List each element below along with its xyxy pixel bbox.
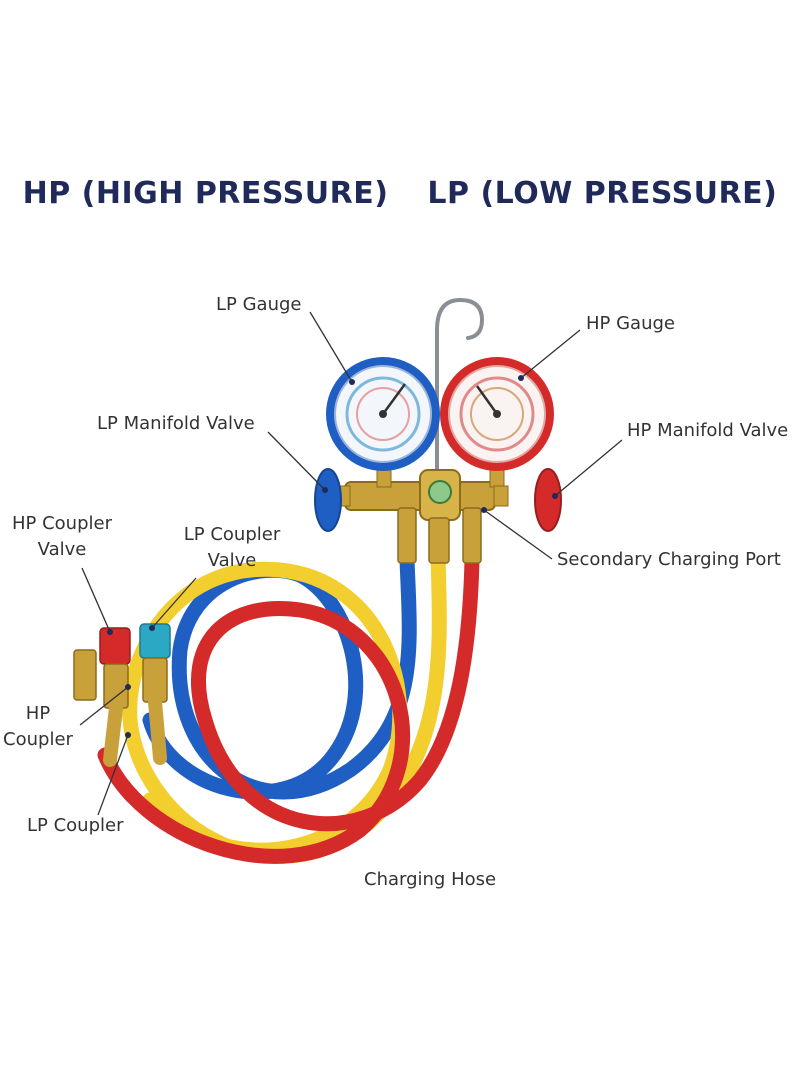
lp-coupler-label: LP Coupler <box>27 815 124 836</box>
hp-title: HP (HIGH PRESSURE) <box>22 176 389 211</box>
hp-gauge-icon <box>440 357 554 488</box>
red-hose <box>97 552 480 864</box>
leader-lines <box>79 311 623 816</box>
leader-lp-valve <box>267 431 326 491</box>
header-title: HP (HIGH PRESSURE) LP (LOW PRESSURE) <box>0 176 800 211</box>
secondary-charging-port-label: Secondary Charging Port <box>557 549 781 570</box>
leader-hp-coupler-valve <box>81 567 111 633</box>
lp-port-fitting <box>397 507 417 564</box>
hanging-hook <box>435 297 485 480</box>
leader-secondary-port <box>483 509 553 560</box>
lp-coupler-valve-line1: LP Coupler <box>183 524 281 545</box>
leader-lp-gauge <box>309 311 353 383</box>
lp-valve-knob <box>314 468 351 532</box>
hp-valve-knob <box>493 468 562 532</box>
leader-dots <box>107 375 558 738</box>
hp-coupler-valve-label: HP Coupler Valve <box>6 511 118 563</box>
leader-hp-gauge <box>520 329 581 379</box>
hp-gauge-label: HP Gauge <box>586 313 675 334</box>
hp-manifold-valve-label: HP Manifold Valve <box>627 420 789 441</box>
spare-coupler-fitting <box>73 649 97 701</box>
hp-port-fitting <box>462 507 482 564</box>
blue-hose <box>142 552 417 800</box>
lp-gauge-label: LP Gauge <box>216 294 302 315</box>
lp-gauge-icon <box>326 357 440 488</box>
hp-coupler-valve-line2: Valve <box>37 539 87 560</box>
charging-hose-label: Charging Hose <box>364 869 497 890</box>
leader-hp-coupler <box>79 686 129 726</box>
hoses <box>97 547 480 864</box>
leader-lp-coupler-valve <box>151 577 197 629</box>
hp-coupler-valve-line1: HP Coupler <box>11 513 112 534</box>
hp-coupler-label: HP Coupler <box>0 701 76 753</box>
hp-coupler-line1: HP <box>25 703 51 724</box>
center-port-fitting <box>428 517 450 564</box>
sight-glass-icon <box>428 480 452 504</box>
hp-coupler-assembly <box>99 627 131 767</box>
leader-hp-valve <box>554 439 623 497</box>
lp-coupler-assembly <box>139 623 171 765</box>
lp-coupler-valve-line2: Valve <box>207 550 257 571</box>
leader-lp-coupler <box>97 734 129 816</box>
lp-coupler-valve-label: LP Coupler Valve <box>176 522 288 574</box>
lp-title: LP (LOW PRESSURE) <box>427 176 778 211</box>
lp-manifold-valve-label: LP Manifold Valve <box>97 413 255 434</box>
hp-coupler-line2: Coupler <box>3 729 73 750</box>
